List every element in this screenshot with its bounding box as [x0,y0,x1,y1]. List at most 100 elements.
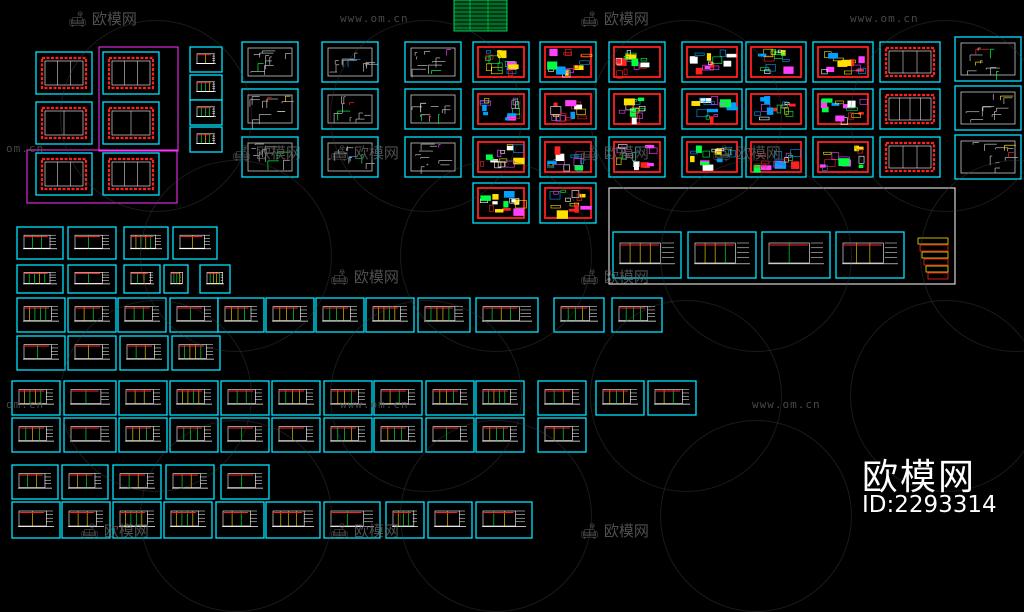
furniture-block [828,52,839,59]
furniture-block [782,101,788,108]
furniture-block [838,158,850,167]
watermark-logo-text: 🛋 欧模网 [80,522,149,540]
furniture-block [851,64,861,72]
furniture-block [844,70,852,75]
furniture-block [547,61,558,70]
watermark-logo-text: 🛋 欧模网 [580,268,649,286]
furniture-block [574,65,584,71]
drawing-sheet [539,88,597,130]
watermark-logo-word: 欧模网 [99,522,149,540]
furniture-block [565,100,577,107]
sheet-frame [16,297,66,333]
furniture-block [580,158,584,164]
watermark-logo-word: 欧模网 [349,522,399,540]
watermark-logo-text: 🛋 欧模网 [330,144,399,162]
sheet-frame [61,501,111,539]
drawing-sheet [16,264,64,294]
watermark-arc [140,420,332,612]
watermark-logo-word: 欧模网 [251,144,301,162]
watermark-logo-word: 欧模网 [599,10,649,28]
drawing-sheet [539,41,597,83]
furniture-block [508,64,519,70]
furniture-block [576,108,586,115]
drawing-sheet [16,297,66,333]
watermark-logo-text: 🛋 欧模网 [330,268,399,286]
furniture-block [553,114,560,117]
furniture-block [789,103,796,107]
watermark-arc [400,420,592,612]
furniture-block [551,115,558,121]
furniture-block [763,48,774,58]
watermark-url-short: om.cn [6,142,45,155]
watermark-logo-word: 欧模网 [599,522,649,540]
sheet-frame [67,264,117,294]
watermark-logo-word: 欧模网 [87,10,137,28]
drawing-sheet [537,380,587,416]
furniture-block [555,153,565,161]
watermark-logo-word: 欧模网 [599,268,649,286]
watermark-logo-word: 欧模网 [349,268,399,286]
furniture-block [580,54,591,58]
drawing-sheet [539,136,597,178]
sheet-frame [11,380,61,416]
furniture-block [783,66,794,74]
watermark-url: www.om.cn [340,398,409,411]
sheet-frame [539,136,597,178]
elevation-outline [23,306,52,321]
furniture-block [837,60,848,67]
furniture-block [566,68,574,74]
furniture-block [782,59,790,62]
sheet-frame [16,335,66,371]
drawing-sheet [67,226,117,260]
furniture-block [774,151,783,160]
drawing-sheet [241,41,299,83]
drawing-sheet [271,380,321,416]
furniture-block [563,52,572,56]
furniture-block [553,102,558,107]
watermark-logo-text: 🛋 欧模网 [580,522,649,540]
sheet-frame [271,380,321,416]
furniture-block [777,49,782,54]
furniture-block [821,98,833,103]
wall-outline [544,141,592,173]
elevation-outline [544,389,573,404]
furniture-block [819,164,826,168]
furniture-block [570,154,579,159]
sheet-frame [315,297,365,333]
furniture-block [824,159,836,167]
watermark-logo-text: 🛋 欧模网 [232,144,301,162]
watermark-url: www.om.cn [752,398,821,411]
drawing-sheet [11,380,61,416]
watermark-logo-word: 欧模网 [731,144,781,162]
watermark-url-short: om.cn [6,398,45,411]
sheet-frame [16,264,64,294]
furniture-block [563,164,570,172]
furniture-block [826,66,835,73]
furniture-block [554,146,561,155]
drawing-sheet [241,88,299,130]
drawing-sheet [315,297,365,333]
elevation-outline [74,306,103,321]
brand-name: 欧模网 [862,457,977,498]
drawing-sheet [11,417,61,453]
furniture-block [570,111,575,120]
furniture-block [774,51,786,55]
watermark-url: www.om.cn [850,12,919,25]
furniture-block [821,69,828,75]
furniture-block [577,115,588,120]
furniture-block [790,149,802,157]
elevation-outline [18,389,47,404]
furniture-block [579,193,586,198]
index-table [453,0,508,32]
watermark-logo-text: 🛋 欧模网 [580,144,649,162]
drawing-sheet [67,264,117,294]
sheet-frame [11,501,61,539]
elevation-outline [18,473,46,488]
model-id: ID:2293314 [862,492,997,518]
room-outline [247,47,293,77]
furniture-block [580,205,592,210]
furniture-block [573,158,582,167]
furniture-block [835,115,845,122]
sheet-frame [67,226,117,260]
watermark-logo-word: 欧模网 [349,144,399,162]
